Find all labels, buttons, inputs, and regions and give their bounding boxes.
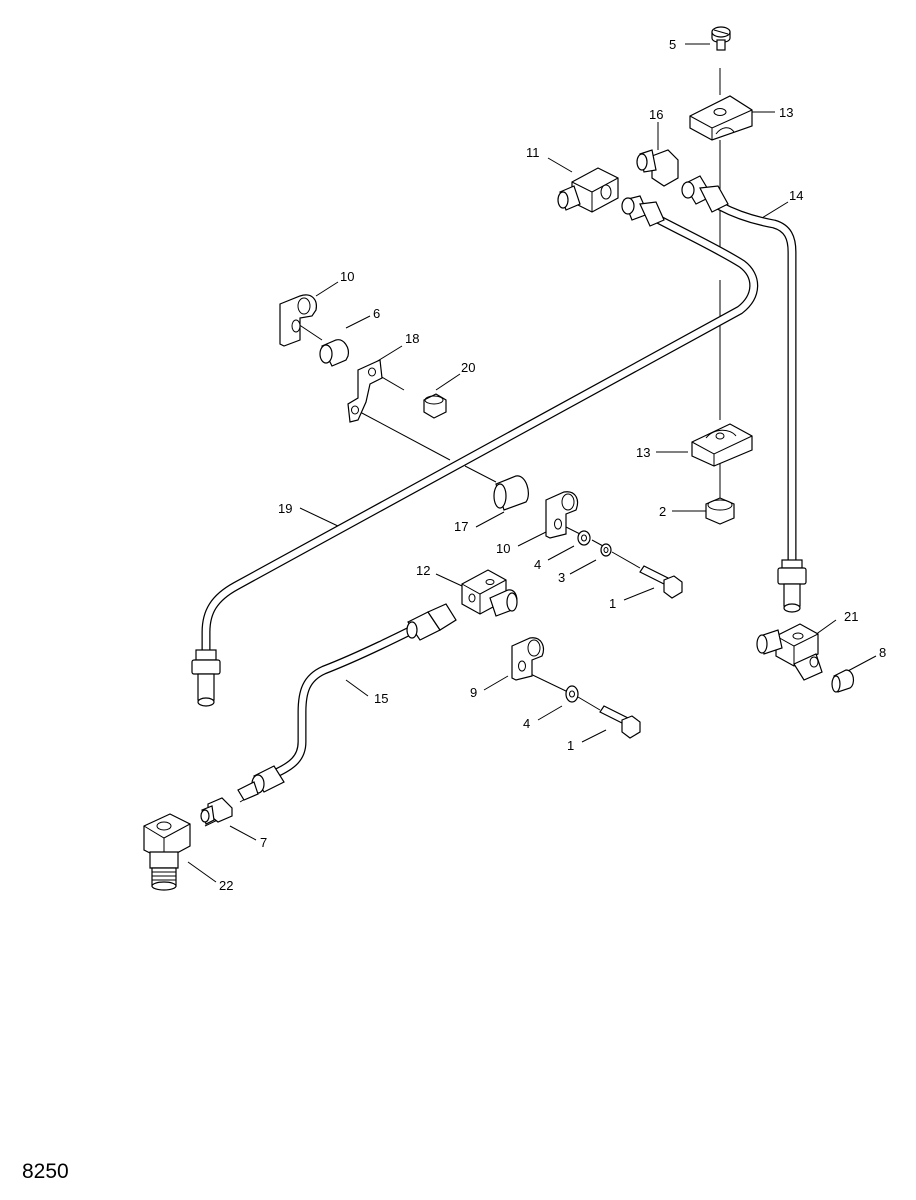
part-20-nut bbox=[423, 393, 447, 419]
callout-leaders bbox=[187, 43, 877, 883]
part-4-washer-lower bbox=[565, 685, 579, 703]
callout-1-lower: 1 bbox=[567, 738, 574, 753]
callout-3: 3 bbox=[558, 570, 565, 585]
callout-20: 20 bbox=[461, 360, 475, 375]
callout-10-lower: 10 bbox=[496, 541, 510, 556]
part-16-plug bbox=[636, 149, 679, 187]
callout-18: 18 bbox=[405, 331, 419, 346]
part-1-bolt-upper bbox=[639, 565, 683, 599]
tube-15-upper-fitting bbox=[406, 603, 457, 641]
tube-14-upper-fitting bbox=[681, 175, 729, 213]
callout-22: 22 bbox=[219, 878, 233, 893]
callout-17: 17 bbox=[454, 519, 468, 534]
part-13-clamp-lower bbox=[691, 423, 753, 467]
callout-4-upper: 4 bbox=[534, 557, 541, 572]
part-13-clamp-upper bbox=[689, 95, 753, 141]
part-2-nut bbox=[705, 497, 735, 525]
part-10-clip-lower bbox=[545, 491, 579, 539]
part-7-adapter bbox=[200, 797, 233, 825]
part-18-bracket bbox=[347, 359, 383, 423]
part-10-clip-upper bbox=[279, 294, 317, 347]
callout-15: 15 bbox=[374, 691, 388, 706]
part-6-spacer bbox=[319, 339, 349, 367]
tube-19 bbox=[201, 211, 759, 655]
part-12-tee-fitting bbox=[461, 569, 518, 617]
tube-19-upper-fitting bbox=[621, 195, 665, 227]
callout-13-upper: 13 bbox=[779, 105, 793, 120]
part-17-spacer bbox=[493, 475, 529, 511]
part-4-washer-upper bbox=[577, 530, 591, 546]
callout-7: 7 bbox=[260, 835, 267, 850]
part-11-elbow-fitting bbox=[557, 167, 619, 213]
callout-13-lower: 13 bbox=[636, 445, 650, 460]
tube-15-lower-fitting bbox=[237, 765, 285, 801]
tube-15 bbox=[269, 613, 441, 779]
part-9-clip bbox=[511, 637, 545, 681]
callout-19: 19 bbox=[278, 501, 292, 516]
callout-21: 21 bbox=[844, 609, 858, 624]
part-21-tee-fitting bbox=[756, 623, 823, 681]
callout-numbers: 5 13 16 11 14 10 6 18 20 13 19 2 17 10 4… bbox=[219, 37, 886, 893]
part-1-bolt-lower bbox=[599, 705, 641, 739]
part-8-plug bbox=[831, 669, 855, 693]
figure-number: 8250 bbox=[22, 1160, 69, 1183]
part-5-screw bbox=[711, 26, 731, 51]
callout-10-upper: 10 bbox=[340, 269, 354, 284]
callout-8: 8 bbox=[879, 645, 886, 660]
tube-14-lower-fitting bbox=[777, 559, 807, 613]
callout-14: 14 bbox=[789, 188, 803, 203]
part-3-washer bbox=[600, 543, 612, 557]
callout-1-upper: 1 bbox=[609, 596, 616, 611]
tube-14 bbox=[715, 201, 797, 571]
callout-12: 12 bbox=[416, 563, 430, 578]
part-22-fitting bbox=[143, 813, 191, 891]
callout-16: 16 bbox=[649, 107, 663, 122]
callout-4-lower: 4 bbox=[523, 716, 530, 731]
callout-6: 6 bbox=[373, 306, 380, 321]
callout-11: 11 bbox=[526, 145, 540, 160]
callout-2: 2 bbox=[659, 504, 666, 519]
tube-19-lower-fitting bbox=[191, 649, 221, 707]
callout-5: 5 bbox=[669, 37, 676, 52]
callout-9: 9 bbox=[470, 685, 477, 700]
